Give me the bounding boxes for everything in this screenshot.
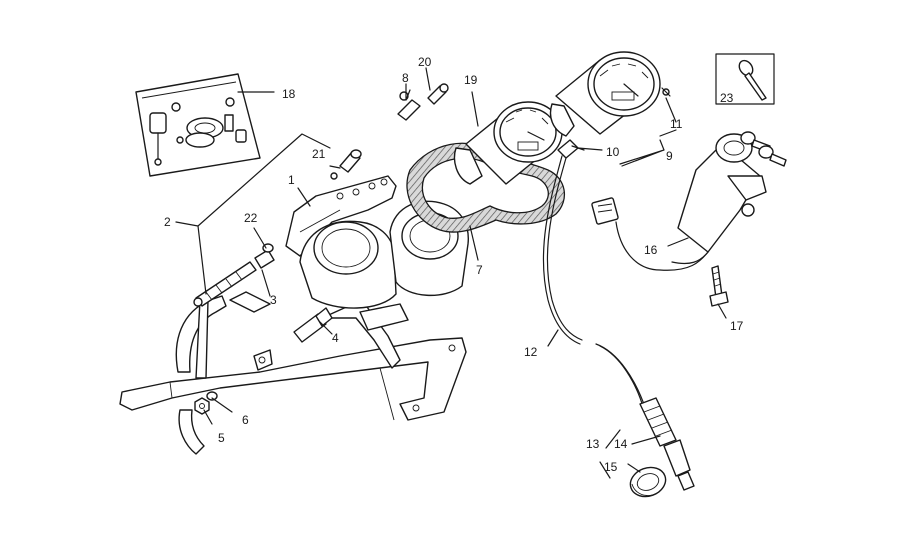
cable-drive-end — [639, 397, 695, 491]
ignition-switch — [671, 133, 767, 265]
callout-18: 18 — [282, 87, 296, 101]
kit-grommet — [185, 117, 224, 148]
ring-nut — [629, 466, 667, 498]
callout-17: 17 — [730, 319, 744, 333]
callout-19: 19 — [464, 73, 478, 87]
callout-labels: 1 2 3 4 5 6 7 8 9 10 11 12 13 14 15 16 1… — [164, 55, 744, 474]
kit-relay — [149, 112, 167, 166]
ignition-keys — [740, 131, 787, 167]
callout-12: 12 — [524, 345, 538, 359]
callout-10: 10 — [606, 145, 620, 159]
callout-14: 14 — [614, 437, 628, 451]
speedometer-cable — [542, 155, 647, 411]
parts-kit-bag — [135, 73, 261, 177]
callout-7: 7 — [476, 263, 483, 277]
callout-21: 21 — [312, 147, 326, 161]
nut-washer — [206, 391, 218, 401]
callout-8: 8 — [402, 71, 409, 85]
switch-screw — [709, 265, 729, 307]
callout-11: 11 — [670, 117, 683, 131]
callout-13: 13 — [586, 437, 600, 451]
callout-3: 3 — [270, 293, 277, 307]
callout-22: 22 — [244, 211, 258, 225]
callout-23: 23 — [720, 91, 734, 105]
key-box — [715, 53, 775, 105]
bulb-holder — [330, 149, 362, 180]
callout-1: 1 — [288, 173, 295, 187]
washer — [262, 243, 274, 253]
sleeve-bolt — [293, 307, 333, 343]
nut — [194, 397, 210, 415]
tachometer-gauge — [453, 101, 563, 185]
callout-15: 15 — [604, 460, 618, 474]
bulb-socket — [427, 83, 449, 105]
dashboard-frame — [119, 291, 467, 455]
key-icon — [738, 59, 767, 101]
callout-20: 20 — [418, 55, 432, 69]
spacer — [254, 249, 275, 269]
speedometer-gauge — [549, 51, 671, 137]
callout-5: 5 — [218, 431, 225, 445]
indicator-bulb — [397, 89, 421, 121]
callout-4: 4 — [332, 331, 339, 345]
callout-2: 2 — [164, 215, 171, 229]
callout-16: 16 — [644, 243, 658, 257]
ignition-wiring — [591, 197, 709, 271]
callout-9: 9 — [666, 149, 673, 163]
instrument-housing — [299, 200, 469, 309]
mounting-bolt — [193, 261, 257, 307]
callout-6: 6 — [242, 413, 249, 427]
leader-lines — [175, 67, 727, 479]
cable-fitting — [557, 139, 585, 159]
